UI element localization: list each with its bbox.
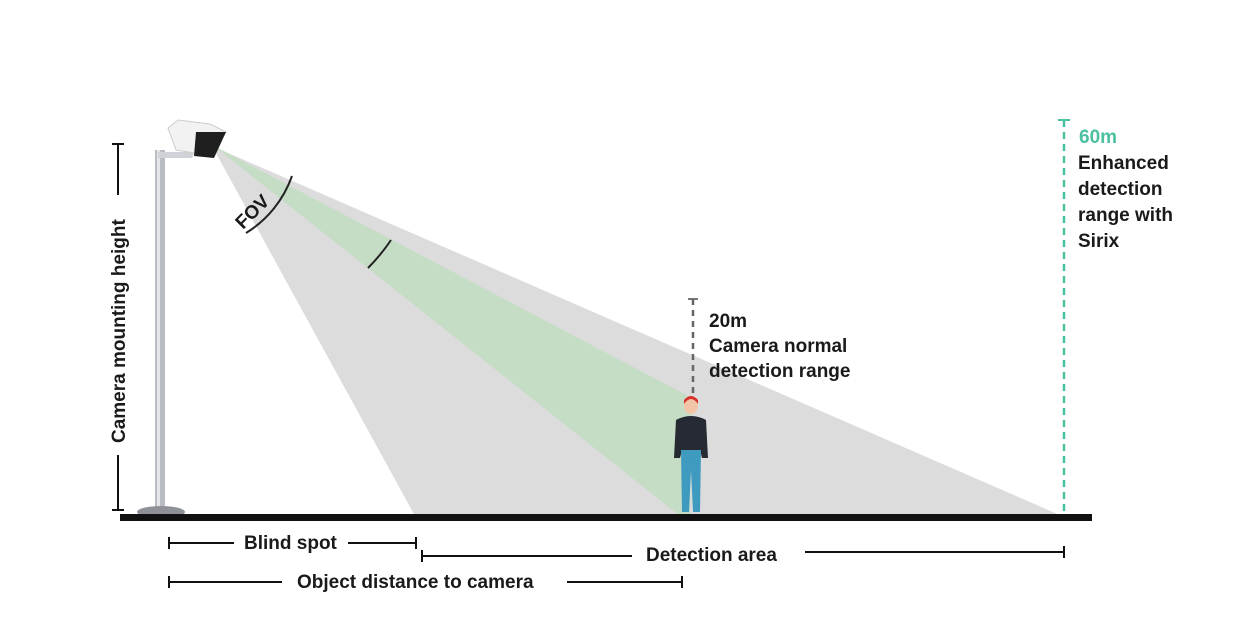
ground-line — [120, 514, 1092, 521]
blind-spot-label: Blind spot — [244, 533, 338, 554]
detection-area-label: Detection area — [646, 545, 777, 566]
blind-spot-dimension — [168, 537, 417, 549]
camera-icon — [167, 119, 227, 158]
normal-range-cone — [214, 146, 692, 516]
camera-pole — [137, 138, 199, 518]
fov-inner-arc — [367, 239, 392, 269]
fov-cone — [212, 146, 1062, 516]
mounting-height-label: Camera mounting height — [109, 219, 130, 443]
enhanced-line2: detection — [1078, 179, 1162, 200]
enhanced-line3: range with — [1078, 205, 1173, 226]
fov-arc — [245, 175, 293, 234]
enhanced-line1: Enhanced — [1078, 153, 1169, 174]
object-distance-label: Object distance to camera — [297, 572, 534, 593]
normal-range-value: 20m — [709, 311, 747, 332]
enhanced-line4: Sirix — [1078, 231, 1120, 252]
detection-area-dimension — [421, 546, 1065, 562]
normal-range-line2: detection range — [709, 361, 850, 382]
normal-range-line1: Camera normal — [709, 336, 847, 357]
object-distance-dimension — [168, 576, 683, 588]
enhanced-range-value: 60m — [1079, 127, 1117, 148]
person-icon — [674, 396, 708, 512]
